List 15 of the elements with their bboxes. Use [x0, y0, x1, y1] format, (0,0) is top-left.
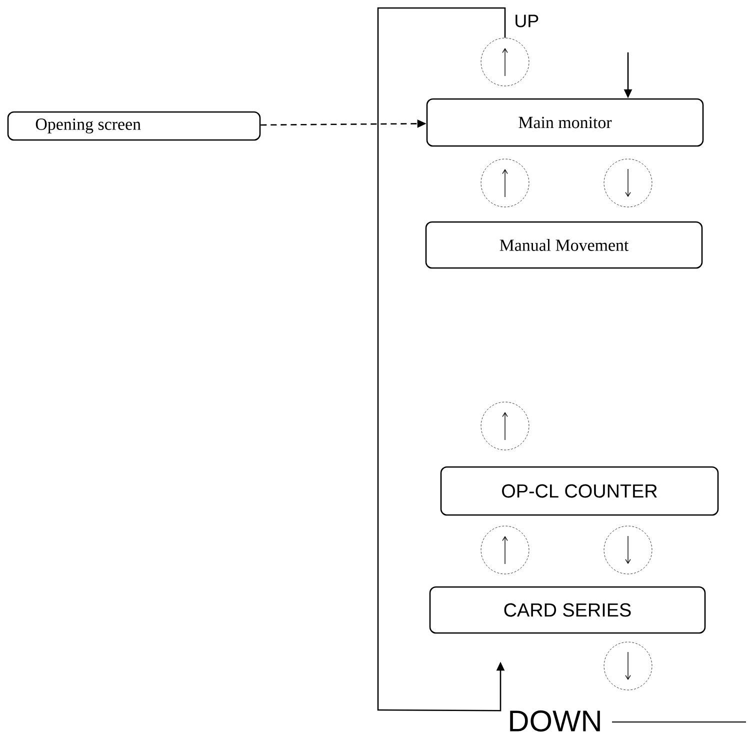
- screen-box: OP-CL COUNTER: [440, 466, 719, 516]
- arrow: [377, 7, 506, 712]
- screen-box: CARD SERIES: [429, 586, 706, 634]
- down-key-icon: [604, 158, 652, 208]
- up-key-icon: [480, 158, 530, 208]
- up-key-icon: [480, 402, 530, 450]
- down-key-icon: [604, 642, 652, 690]
- screen-box: Main monitor: [426, 98, 704, 147]
- down-key-icon: [604, 526, 652, 574]
- key-label: UP: [516, 14, 538, 28]
- up-key-icon: [480, 526, 530, 574]
- up-key-icon: [480, 38, 530, 86]
- screen-box: Opening screen: [7, 111, 261, 141]
- key-label: DOWN: [510, 710, 600, 732]
- screen-box: Manual Movement: [425, 221, 703, 269]
